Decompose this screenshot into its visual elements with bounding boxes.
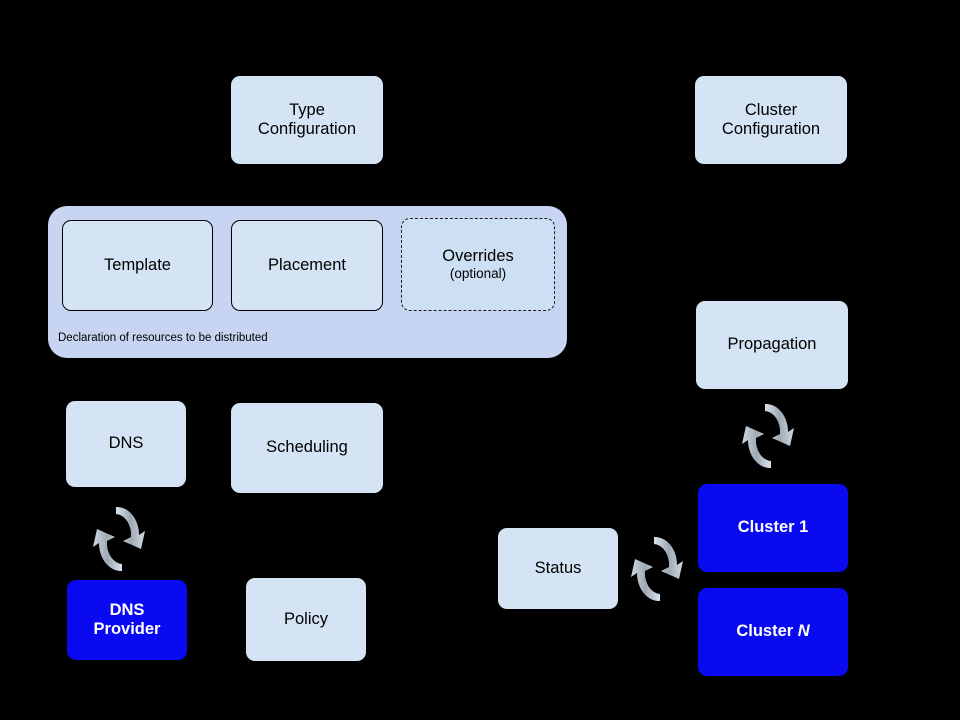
node-cluster-n-index: N — [797, 622, 810, 641]
node-scheduling[interactable]: Scheduling — [231, 403, 383, 493]
node-dns-provider-label-line2: Provider — [93, 620, 161, 638]
node-type-configuration-label-line2: Configuration — [257, 120, 357, 138]
node-type-configuration-label-line1: Type — [289, 100, 325, 119]
node-template-label: Template — [104, 255, 171, 274]
node-scheduling-label: Scheduling — [266, 438, 348, 457]
group-caption: Declaration of resources to be distribut… — [58, 332, 268, 344]
node-cluster-configuration-label-line1: Cluster — [744, 100, 798, 119]
sync-arrows-icon-propagation — [742, 403, 794, 469]
node-overrides[interactable]: Overrides (optional) — [401, 218, 555, 311]
sync-arrows-icon-dns — [93, 506, 145, 572]
node-cluster-n-label: Cluster N — [736, 622, 809, 641]
node-cluster-1[interactable]: Cluster 1 — [698, 484, 848, 572]
node-overrides-sublabel: (optional) — [449, 266, 507, 282]
node-cluster-n[interactable]: Cluster N — [698, 588, 848, 676]
node-policy[interactable]: Policy — [246, 578, 366, 661]
node-cluster-configuration-label-line2: Configuration — [721, 120, 821, 138]
node-policy-label: Policy — [283, 609, 328, 628]
node-dns-label: DNS — [108, 434, 144, 453]
node-cluster-n-prefix: Cluster — [736, 622, 798, 641]
node-cluster-configuration[interactable]: Cluster Configuration — [695, 76, 847, 164]
node-propagation[interactable]: Propagation — [696, 301, 848, 389]
node-status[interactable]: Status — [498, 528, 618, 609]
node-propagation-label: Propagation — [727, 335, 817, 354]
node-placement[interactable]: Placement — [231, 220, 383, 311]
node-type-configuration[interactable]: Type Configuration — [231, 76, 383, 164]
node-status-label: Status — [534, 558, 582, 577]
sync-arrows-icon-status — [631, 536, 683, 602]
node-overrides-label: Overrides — [442, 246, 514, 265]
node-cluster-1-label: Cluster 1 — [738, 518, 809, 537]
node-cluster-1-prefix: Cluster — [737, 518, 800, 537]
node-cluster-1-index: 1 — [799, 518, 809, 537]
node-dns-provider-label-line1: DNS — [109, 600, 145, 619]
node-template[interactable]: Template — [62, 220, 213, 311]
node-placement-label: Placement — [268, 255, 346, 274]
node-dns[interactable]: DNS — [66, 401, 186, 487]
node-dns-provider[interactable]: DNS Provider — [67, 580, 187, 660]
